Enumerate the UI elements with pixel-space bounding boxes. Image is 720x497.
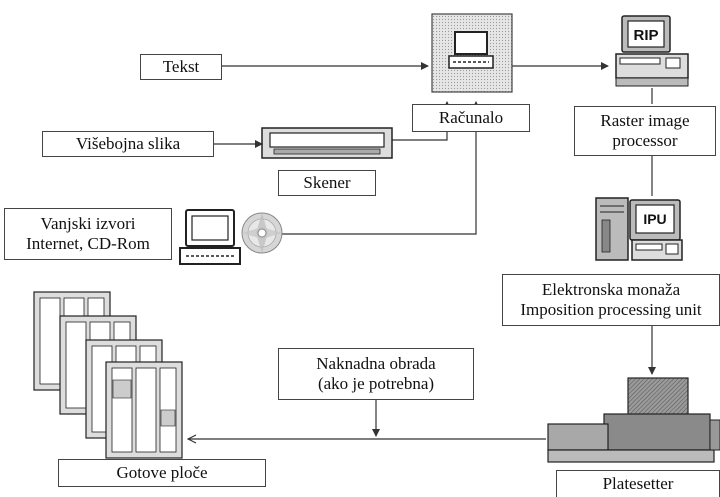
vanjski-izvori-line1: Vanjski izvori: [40, 214, 136, 233]
laptop-icon: [179, 209, 241, 265]
connectors: [188, 62, 656, 439]
montaza-line1: Elektronska monaža: [541, 280, 681, 299]
cd-rom-icon: [241, 212, 283, 254]
gotove-box: Gotove ploče: [58, 459, 266, 487]
naknadna-box: Naknadna obrada (ako je potrebna): [278, 348, 474, 400]
platesetter-label: Platesetter: [602, 474, 674, 493]
tekst-label: Tekst: [162, 57, 200, 76]
gotove-label: Gotove ploče: [116, 463, 208, 482]
montaza-box: Elektronska monaža Imposition processing…: [502, 274, 720, 326]
platesetter-box: Platesetter: [556, 470, 720, 497]
computer-icon: [431, 13, 513, 93]
vanjski-izvori-line2: Internet, CD-Rom: [26, 234, 150, 253]
visebojna-slika-label: Višebojna slika: [75, 134, 181, 153]
ipu-workstation-icon: [595, 197, 683, 261]
montaza-line2: Imposition processing unit: [520, 300, 702, 319]
tekst-box: Tekst: [140, 54, 222, 80]
naknadna-line1: Naknadna obrada: [316, 354, 436, 373]
rip-badge: RIP: [633, 27, 658, 44]
skener-label: Skener: [303, 173, 351, 192]
printed-plates-icon: [33, 291, 183, 459]
naknadna-line2: (ako je potrebna): [317, 374, 435, 393]
raster-line2: processor: [612, 131, 678, 150]
scanner-icon: [261, 127, 393, 159]
visebojna-slika-box: Višebojna slika: [42, 131, 214, 157]
ipu-badge: IPU: [643, 211, 666, 227]
skener-box: Skener: [278, 170, 376, 196]
platesetter-icon: [547, 377, 720, 463]
racunalo-label: Računalo: [438, 108, 504, 127]
racunalo-box: Računalo: [412, 104, 530, 132]
vanjski-izvori-box: Vanjski izvori Internet, CD-Rom: [4, 208, 172, 260]
line-vanjski-racunalo: [282, 101, 480, 235]
raster-line1: Raster image: [600, 111, 690, 130]
rip-workstation-icon: [615, 15, 689, 87]
raster-box: Raster image processor: [574, 106, 716, 156]
